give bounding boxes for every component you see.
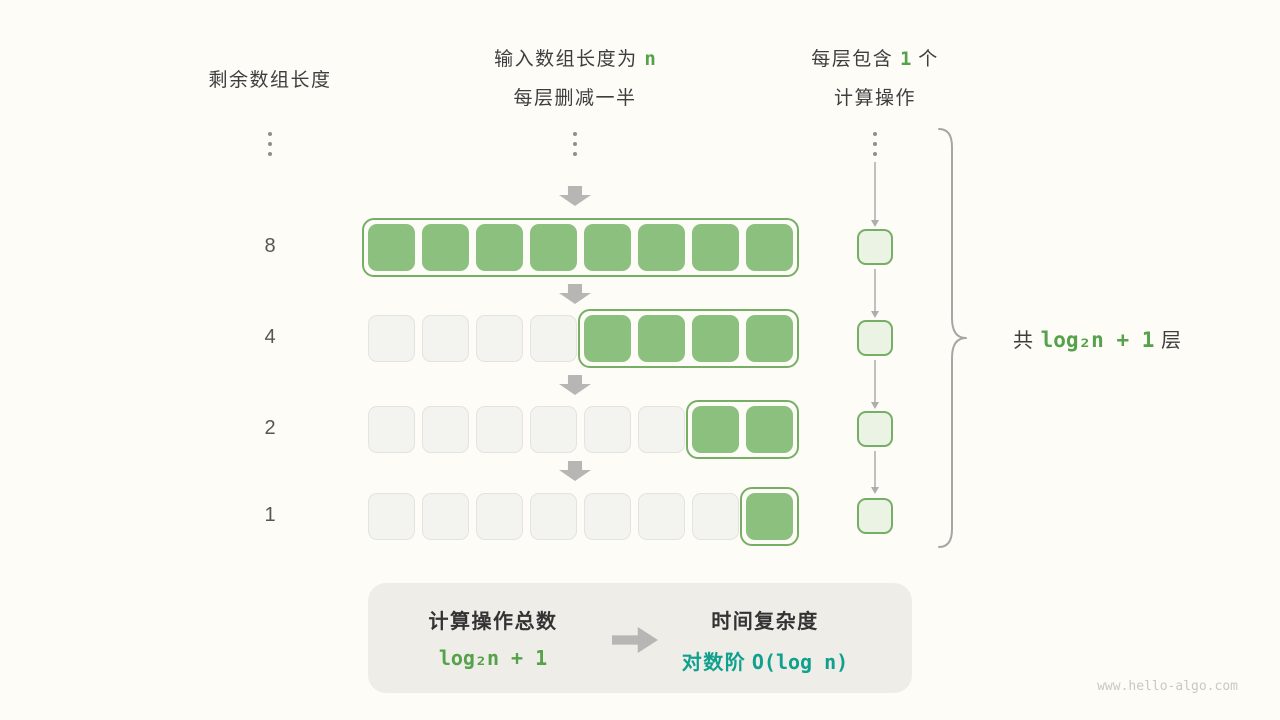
operation-cell <box>857 320 893 356</box>
ellipsis-dots <box>264 132 276 156</box>
layer-count-formula: log₂n + 1 <box>1040 328 1155 352</box>
row-length-label: 1 <box>264 504 276 526</box>
complexity-class: 对数阶 <box>681 652 747 674</box>
row-length-label: 2 <box>264 417 276 439</box>
array-cell <box>692 493 739 540</box>
layer-count-suffix: 层 <box>1154 330 1182 352</box>
time-complexity-value: 对数阶 O(log n) <box>634 646 896 675</box>
array-cell <box>584 406 631 453</box>
row-length-label: 8 <box>264 235 276 257</box>
array-cell <box>476 406 523 453</box>
time-complexity-title: 时间复杂度 <box>711 611 819 633</box>
input-array-label: 输入数组长度为 <box>494 49 645 70</box>
row-length-label: 4 <box>264 326 276 348</box>
operation-cell <box>857 411 893 447</box>
layer-count-label: 共 log₂n + 1 层 <box>980 324 1215 353</box>
variable-n: n <box>644 48 656 70</box>
array-cell <box>368 493 415 540</box>
array-cell <box>422 224 469 271</box>
array-cell <box>584 224 631 271</box>
array-cell <box>692 224 739 271</box>
complexity-summary: 时间复杂度 对数阶 O(log n) <box>634 605 896 675</box>
array-cell <box>530 493 577 540</box>
col-header-operations-line1: 每层包含 1 个 <box>765 44 985 71</box>
ops-count: 1 <box>900 48 912 70</box>
array-cell <box>638 224 685 271</box>
array-cell <box>476 315 523 362</box>
layer-count-prefix: 共 <box>1013 330 1041 352</box>
array-cell <box>746 224 793 271</box>
operation-cell <box>857 229 893 265</box>
brace-icon <box>938 128 967 548</box>
col-header-input-array-line2: 每层删减一半 <box>513 88 637 109</box>
array-cell <box>368 315 415 362</box>
array-cell <box>368 406 415 453</box>
operations-total-title: 计算操作总数 <box>428 611 558 633</box>
operations-summary: 计算操作总数 log₂n + 1 <box>384 605 602 670</box>
array-cell <box>476 493 523 540</box>
col-header-operations-line2: 计算操作 <box>833 88 916 109</box>
array-cell <box>638 406 685 453</box>
array-cell <box>692 406 739 453</box>
array-cell <box>368 224 415 271</box>
array-cell <box>638 315 685 362</box>
ellipsis-dots <box>569 132 581 156</box>
array-cell <box>692 315 739 362</box>
array-cell <box>530 406 577 453</box>
array-cell <box>530 315 577 362</box>
ellipsis-dots <box>869 132 881 156</box>
array-cell <box>422 406 469 453</box>
summary-box: 计算操作总数 log₂n + 1 时间复杂度 对数阶 O(log n) <box>368 583 912 693</box>
array-cell <box>746 406 793 453</box>
array-cell <box>476 224 523 271</box>
array-cell <box>422 493 469 540</box>
col-header-input-array-line1: 输入数组长度为 n <box>425 44 725 71</box>
operations-total-formula: log₂n + 1 <box>438 646 548 670</box>
watermark: www.hello-algo.com <box>1097 679 1238 694</box>
operation-cell <box>857 498 893 534</box>
complexity-formula: O(log n) <box>751 650 849 674</box>
array-cell <box>584 315 631 362</box>
ops-label-prefix: 每层包含 <box>811 49 901 70</box>
col-header-remaining-length: 剩余数组长度 <box>208 70 332 91</box>
array-cell <box>746 315 793 362</box>
ops-label-suffix: 个 <box>911 49 939 70</box>
array-cell <box>746 493 793 540</box>
array-cell <box>422 315 469 362</box>
operation-flow-connector <box>871 162 879 494</box>
array-cell <box>584 493 631 540</box>
array-cell <box>530 224 577 271</box>
array-cell <box>638 493 685 540</box>
